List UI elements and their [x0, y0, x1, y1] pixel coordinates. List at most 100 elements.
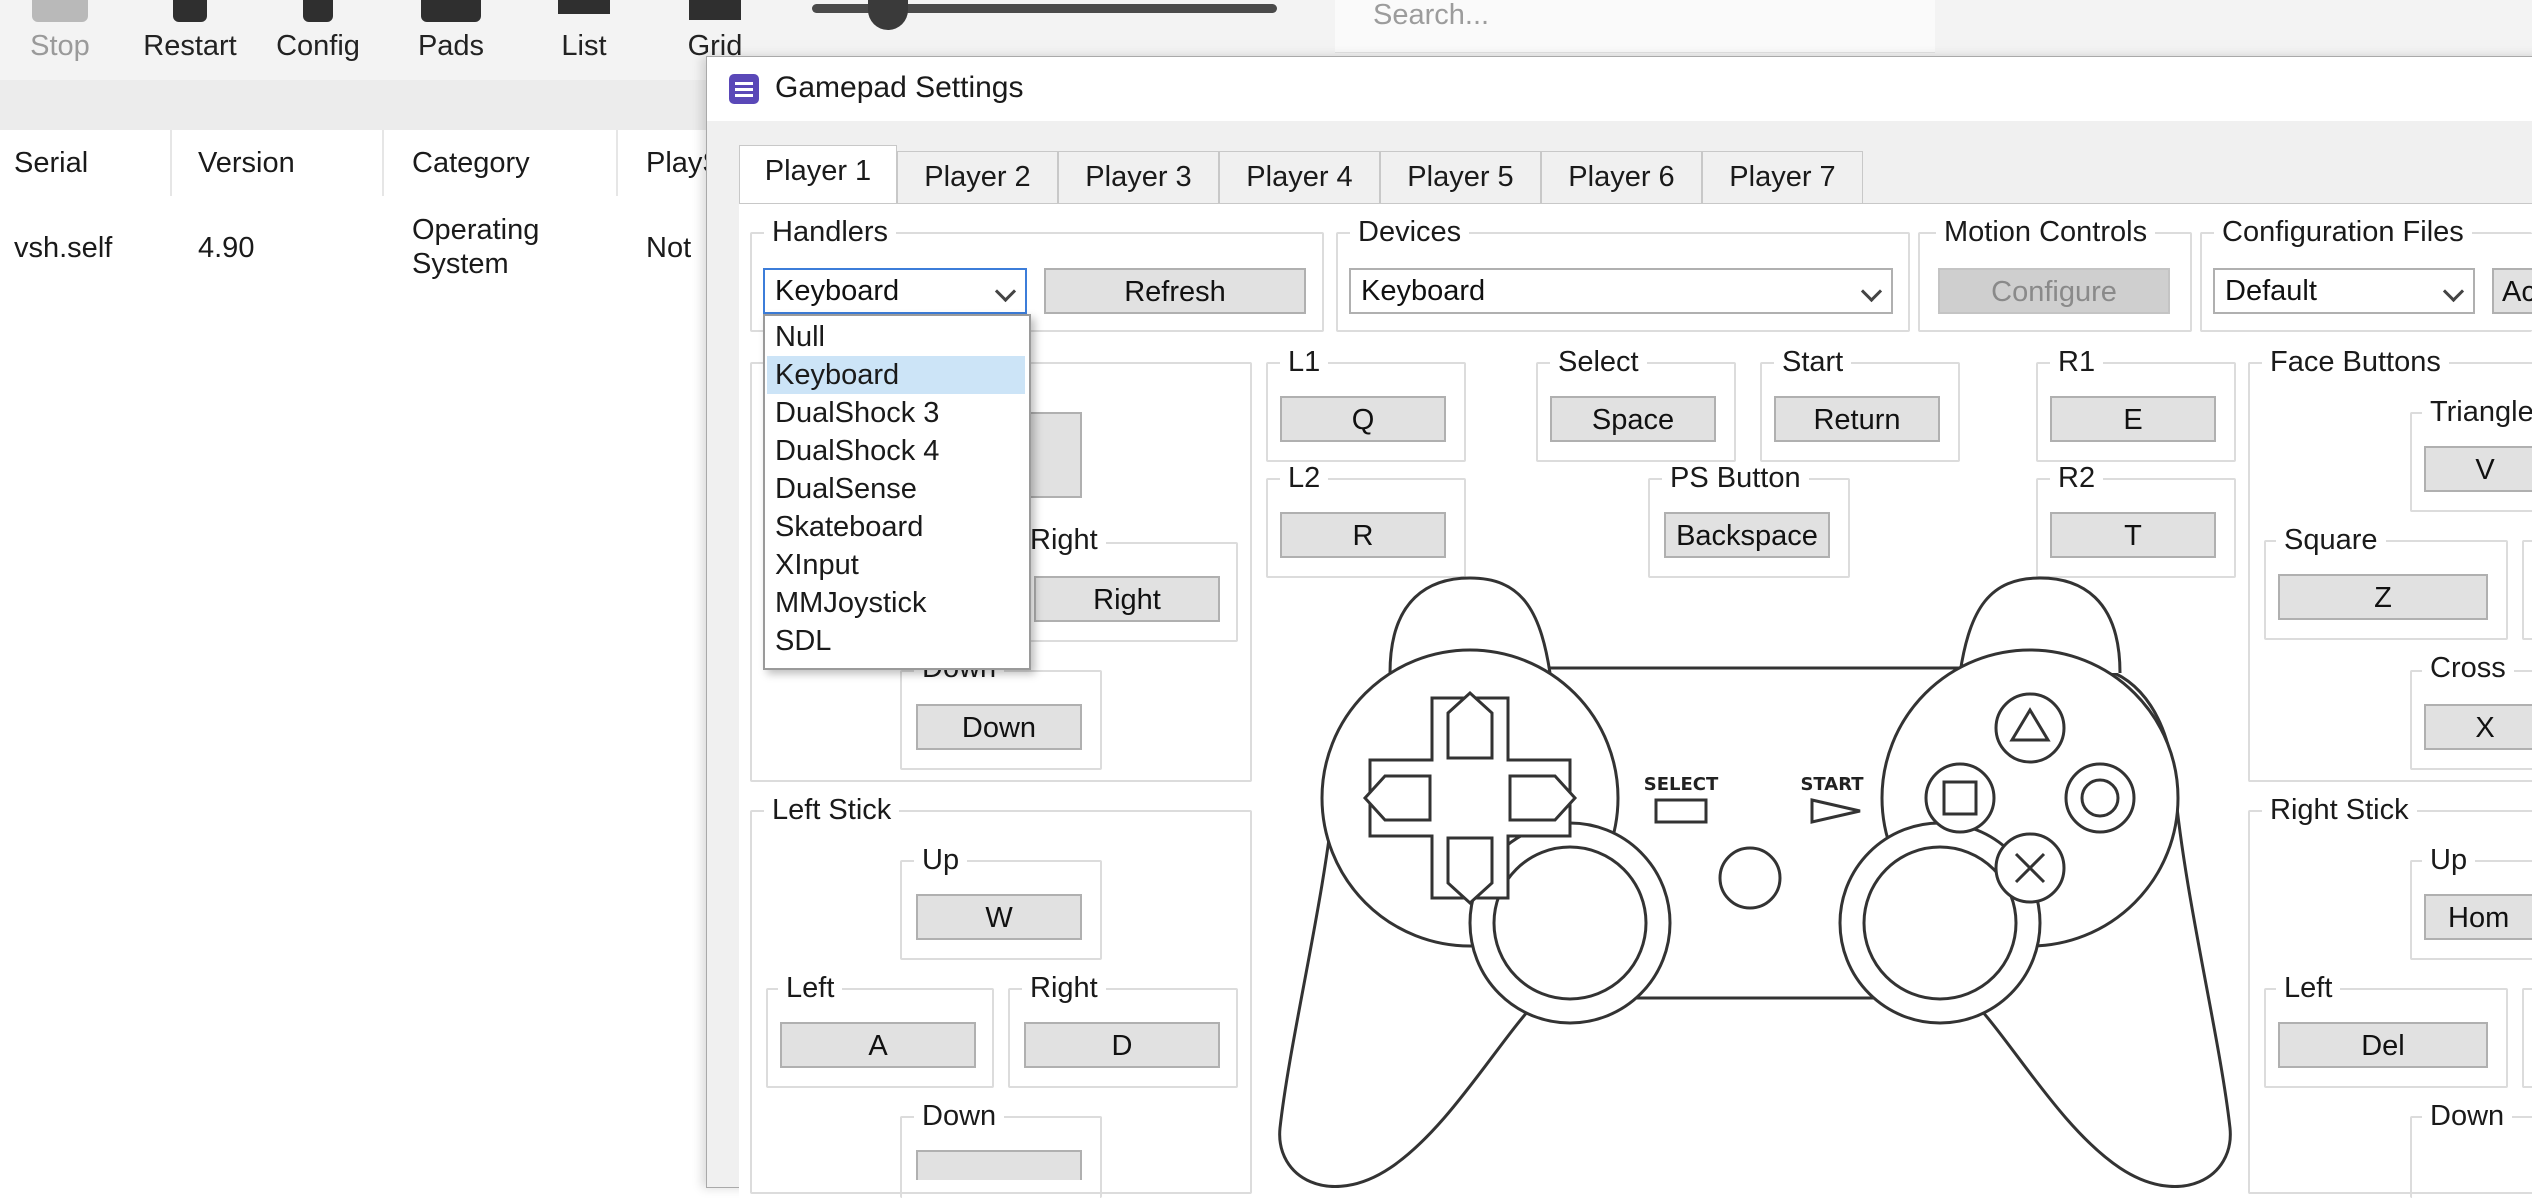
handler-option-dualshock3[interactable]: DualShock 3 — [775, 397, 940, 429]
circle-button-circle — [2064, 762, 2136, 834]
dpad-down-button[interactable]: Down — [916, 704, 1082, 750]
category-cell-line2: System — [412, 248, 509, 280]
left-stick-down-button[interactable] — [916, 1150, 1082, 1180]
dialog-app-icon — [729, 74, 759, 104]
dpad-right-button[interactable]: Right — [1034, 576, 1220, 622]
cross-button[interactable]: X — [2424, 704, 2532, 750]
select-label: Select — [1550, 346, 1647, 379]
tab-player-6[interactable]: Player 6 — [1541, 151, 1702, 203]
search-input[interactable]: Search... — [1335, 0, 1935, 53]
devices-group — [1336, 232, 1910, 332]
r-shoulder-outline — [1958, 576, 2122, 674]
handler-option-dualshock4[interactable]: DualShock 4 — [775, 435, 940, 467]
ps-button-circle — [1718, 846, 1782, 910]
tab-player-3[interactable]: Player 3 — [1058, 151, 1219, 203]
r1-button[interactable]: E — [2050, 396, 2216, 442]
tab-player-1[interactable]: Player 1 — [739, 145, 897, 205]
triangle-button-circle — [1994, 692, 2066, 764]
left-stick-up-group — [900, 860, 1102, 960]
l1-group — [1266, 362, 1466, 462]
dpad-left-arrow — [1362, 774, 1432, 822]
dialog-title-bar[interactable]: Gamepad Settings — [707, 57, 2532, 121]
l2-group — [1266, 478, 1466, 578]
list-view-button[interactable]: List — [524, 0, 644, 80]
square-button[interactable]: Z — [2278, 574, 2488, 620]
left-stick-right-group — [1008, 988, 1238, 1088]
list-icon — [558, 0, 610, 14]
l2-button[interactable]: R — [1280, 512, 1446, 558]
dpad-down-arrow — [1446, 836, 1494, 906]
left-stick-left-button[interactable]: A — [780, 1022, 976, 1068]
configure-motion-button[interactable]: Configure — [1938, 268, 2170, 314]
ps-button[interactable]: Backspace — [1664, 512, 1830, 558]
right-stick-down-label: Down — [2422, 1100, 2513, 1133]
chevron-down-icon — [994, 280, 1017, 303]
category-cell-line1: Operating — [412, 214, 540, 246]
config-file-select[interactable]: Default — [2213, 268, 2475, 314]
handler-option-dualsense[interactable]: DualSense — [775, 473, 917, 505]
motion-controls-label: Motion Controls — [1936, 216, 2156, 249]
handler-option-keyboard[interactable]: Keyboard — [767, 356, 1025, 394]
tab-player-4[interactable]: Player 4 — [1219, 151, 1380, 203]
column-category[interactable]: Category — [398, 130, 618, 196]
configuration-files-label: Configuration Files — [2214, 216, 2472, 249]
status-cell: Not — [646, 232, 692, 264]
start-button-shape — [1810, 798, 1861, 824]
start-button[interactable]: Return — [1774, 396, 1940, 442]
r2-button[interactable]: T — [2050, 512, 2216, 558]
slider-handle[interactable] — [868, 0, 908, 30]
right-stick-up-button[interactable]: Hom — [2424, 894, 2532, 940]
chevron-down-icon — [1860, 280, 1883, 303]
config-button[interactable]: Config — [258, 0, 378, 80]
left-stick-up-button[interactable]: W — [916, 894, 1082, 940]
handler-option-mmjoystick[interactable]: MMJoystick — [775, 587, 927, 619]
stop-button[interactable]: Stop — [0, 0, 120, 80]
refresh-button[interactable]: Refresh — [1044, 268, 1306, 314]
chevron-down-icon — [2442, 280, 2465, 303]
right-stick-left-label: Left — [2276, 972, 2341, 1005]
handler-dropdown-list: Null Keyboard DualShock 3 DualShock 4 Du… — [763, 314, 1031, 670]
restart-icon — [173, 0, 207, 22]
cross-symbol — [2014, 852, 2046, 884]
dpad-right-label: Right — [1022, 524, 1106, 557]
l1-label: L1 — [1280, 346, 1329, 379]
icon-size-slider[interactable] — [812, 4, 1277, 13]
handler-option-null[interactable]: Null — [775, 321, 825, 353]
tab-player-2[interactable]: Player 2 — [897, 151, 1058, 203]
devices-label: Devices — [1350, 216, 1470, 249]
r2-group — [2036, 478, 2236, 578]
handler-option-skateboard[interactable]: Skateboard — [775, 511, 924, 543]
triangle-button[interactable]: V — [2424, 446, 2532, 492]
face-buttons-label: Face Buttons — [2262, 346, 2449, 379]
square-label: Square — [2276, 524, 2386, 557]
left-stick-right-button[interactable]: D — [1024, 1022, 1220, 1068]
device-select[interactable]: Keyboard — [1349, 268, 1893, 314]
right-stick-up-label: Up — [2422, 844, 2476, 877]
handler-option-sdl[interactable]: SDL — [775, 625, 832, 657]
r2-label: R2 — [2050, 462, 2104, 495]
column-version[interactable]: Version — [184, 130, 384, 196]
square-button-circle — [1924, 762, 1996, 834]
left-stick-up-label: Up — [914, 844, 968, 877]
tab-player-7[interactable]: Player 7 — [1702, 151, 1863, 203]
grid-icon — [689, 0, 741, 20]
restart-button[interactable]: Restart — [130, 0, 250, 80]
handler-option-xinput[interactable]: XInput — [775, 549, 859, 581]
triangle-symbol — [2009, 707, 2051, 742]
select-button[interactable]: Space — [1550, 396, 1716, 442]
right-stick-inner — [1862, 845, 2018, 1001]
column-serial[interactable]: Serial — [0, 130, 172, 196]
right-stick-left-button[interactable]: Del — [2278, 1022, 2488, 1068]
handlers-group — [750, 232, 1324, 332]
select-button-shape — [1654, 798, 1708, 824]
l1-button[interactable]: Q — [1280, 396, 1446, 442]
handler-select[interactable]: Keyboard — [763, 268, 1027, 314]
gamepad-icon — [421, 0, 481, 22]
pads-button[interactable]: Pads — [391, 0, 511, 80]
left-stick-left-label: Left — [778, 972, 843, 1005]
grid-view-button[interactable]: Grid — [655, 0, 775, 80]
version-cell: 4.90 — [198, 232, 255, 264]
tab-player-5[interactable]: Player 5 — [1380, 151, 1541, 203]
add-config-button[interactable]: Ac — [2492, 268, 2532, 314]
dpad-up-arrow — [1446, 690, 1494, 760]
